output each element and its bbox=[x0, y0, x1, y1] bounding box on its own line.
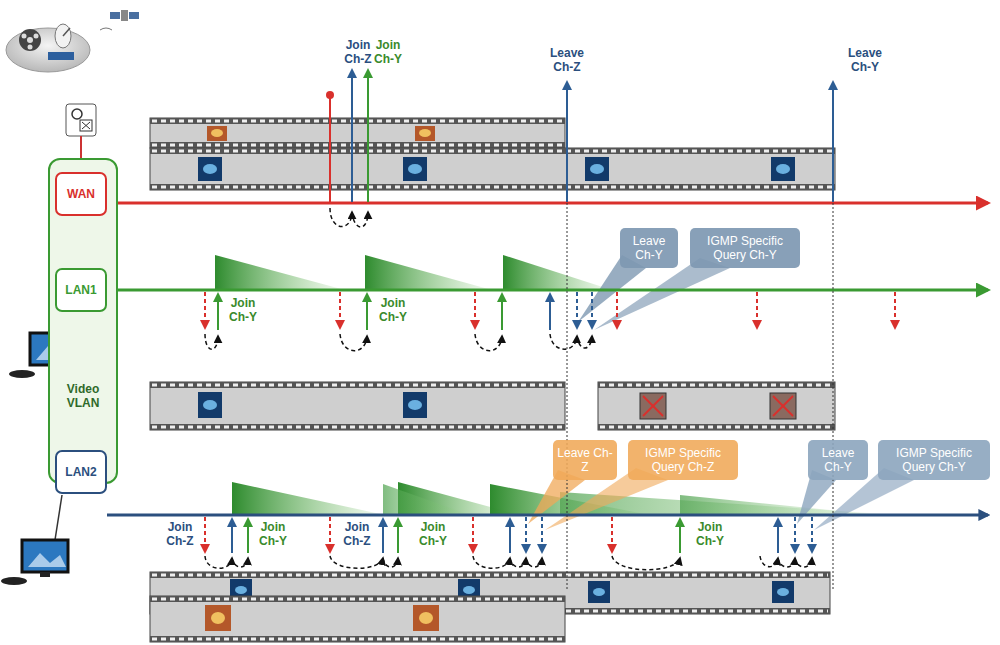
tv-monitor bbox=[1, 495, 68, 585]
lan1-timeline bbox=[107, 289, 988, 292]
node-text: IGMP Specific Query Ch-Y bbox=[882, 446, 986, 474]
vlan-group: Video VLAN WAN LAN1LAN2 bbox=[48, 158, 118, 484]
time-marker bbox=[567, 203, 568, 590]
node-text: IGMP Specific Query Ch-Y bbox=[694, 234, 796, 262]
group-text-holder: Video VLAN bbox=[50, 382, 116, 411]
callout-box: IGMP Specific Query Ch-Y bbox=[878, 440, 990, 480]
stream-ramp bbox=[215, 255, 900, 515]
channel-label: Join Ch-Y bbox=[375, 296, 411, 324]
channel-label: Leave Ch-Y bbox=[843, 46, 887, 74]
node-text: WAN bbox=[67, 187, 95, 201]
video-film-strip bbox=[150, 572, 830, 642]
wan-timeline bbox=[107, 202, 988, 205]
callout-box: IGMP Specific Query Ch-Z bbox=[628, 440, 738, 480]
video-film-strip bbox=[150, 382, 835, 430]
video-film-strip bbox=[150, 118, 835, 190]
callout-box: Leave Ch-Z bbox=[553, 440, 617, 480]
channel-label: Join Ch-Y bbox=[370, 38, 406, 66]
callout-box: Leave Ch-Y bbox=[808, 440, 868, 480]
time-marker bbox=[833, 203, 834, 590]
node-text: Video VLAN bbox=[60, 382, 106, 410]
channel-label: Join Ch-Y bbox=[692, 520, 728, 548]
channel-label: Join Ch-Z bbox=[339, 520, 375, 548]
channel-label: Join Ch-Y bbox=[415, 520, 451, 548]
node-text: LAN1 bbox=[65, 283, 96, 297]
node-text: Leave Ch-Z bbox=[557, 446, 613, 474]
port-box: LAN2 bbox=[55, 450, 107, 494]
igmp-message-arrow bbox=[205, 517, 812, 570]
callout-box: Leave Ch-Y bbox=[620, 228, 678, 268]
satellite-source-icon bbox=[6, 10, 139, 172]
port-box: LAN1 bbox=[55, 268, 107, 312]
node-text: Leave Ch-Y bbox=[624, 234, 674, 262]
lan2-timeline bbox=[107, 514, 988, 517]
node-text: LAN2 bbox=[65, 465, 96, 479]
channel-label: Join Ch-Y bbox=[255, 520, 291, 548]
callout-pointer bbox=[528, 255, 914, 530]
channel-label: Join Ch-Y bbox=[225, 296, 261, 324]
node-text: IGMP Specific Query Ch-Z bbox=[632, 446, 734, 474]
igmp-message-arrow bbox=[326, 70, 833, 227]
igmp-message-arrow bbox=[205, 292, 895, 351]
port-box: WAN bbox=[55, 172, 107, 216]
channel-label: Leave Ch-Z bbox=[545, 46, 589, 74]
channel-label: Join Ch-Z bbox=[340, 38, 376, 66]
callout-box: IGMP Specific Query Ch-Y bbox=[690, 228, 800, 268]
node-text: Leave Ch-Y bbox=[812, 446, 864, 474]
channel-label: Join Ch-Z bbox=[162, 520, 198, 548]
